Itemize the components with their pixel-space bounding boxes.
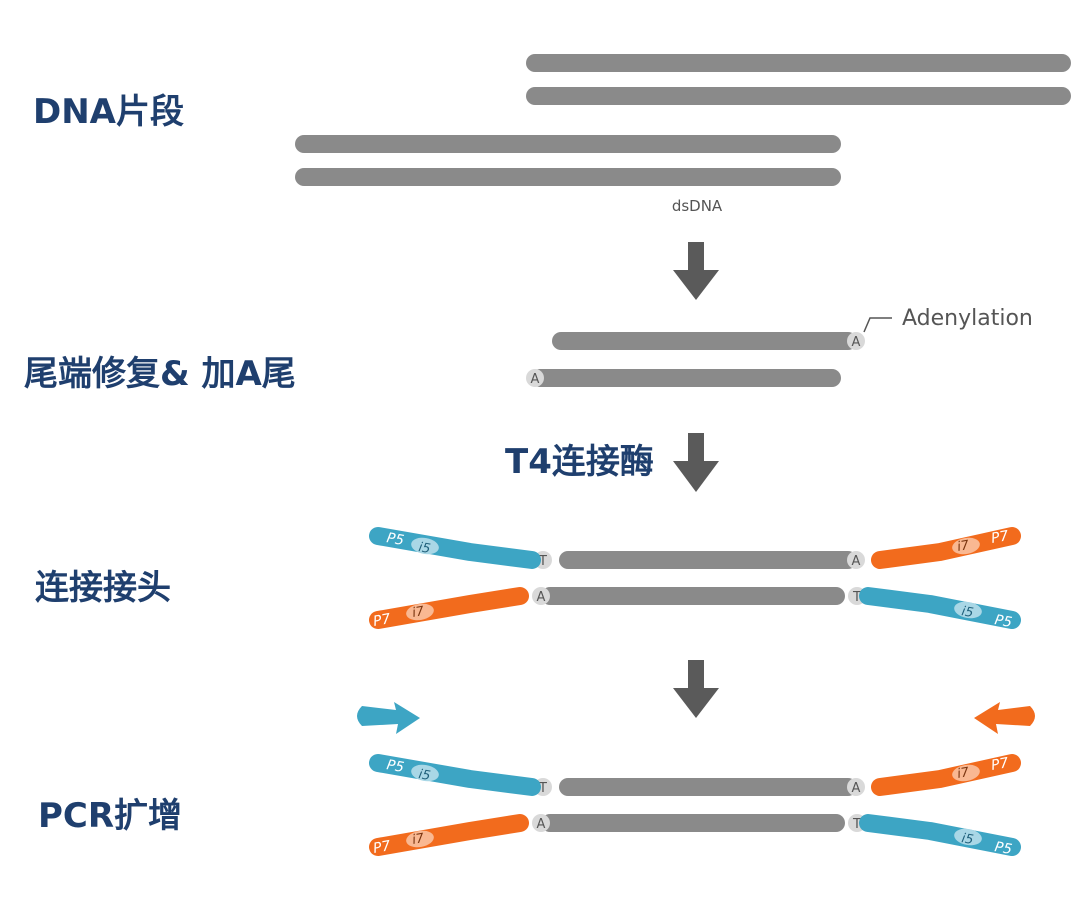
- step-label-dna-fragment: DNA片段: [33, 92, 184, 132]
- svg-text:i7: i7: [956, 765, 971, 782]
- svg-text:i5: i5: [417, 540, 431, 557]
- a-overhang-top: A: [847, 332, 865, 350]
- ligated-molecule: T A A T P5 i5 P7 i7 i7 P7 i5: [369, 527, 1021, 631]
- svg-text:A: A: [852, 554, 861, 569]
- step-label-end-repair: 尾端修复& 加A尾: [24, 354, 296, 394]
- svg-text:A: A: [531, 372, 540, 387]
- step-label-t4-ligase: T4连接酶: [505, 442, 654, 482]
- step-label-pcr: PCR扩增: [38, 796, 183, 836]
- svg-text:P5: P5: [993, 612, 1013, 631]
- svg-text:i5: i5: [960, 831, 974, 848]
- adapter-left-bottom-orange: P7 i7: [369, 587, 529, 630]
- svg-text:A: A: [852, 335, 861, 350]
- pcr-primer-left: [357, 702, 420, 734]
- svg-text:P5: P5: [385, 530, 405, 549]
- svg-text:T: T: [538, 781, 547, 796]
- svg-text:i5: i5: [960, 604, 974, 621]
- adapter-right-top-orange-pcr: i7 P7: [871, 754, 1021, 796]
- a-base-right-top-pcr: A: [847, 778, 865, 796]
- dsdna-fragment-1: [526, 54, 1071, 105]
- svg-text:T: T: [852, 817, 861, 832]
- adapter-left-top-blue-pcr: P5 i5: [369, 754, 541, 796]
- pcr-primer-right: [974, 702, 1035, 734]
- adapter-left-top-blue: P5 i5: [369, 527, 541, 569]
- a-base-left-bottom-pcr: A: [532, 814, 550, 832]
- svg-text:A: A: [537, 817, 546, 832]
- adenylation-pointer: [863, 317, 892, 333]
- dsdna-label: dsDNA: [672, 197, 723, 215]
- adapter-right-bottom-blue: i5 P5: [859, 587, 1021, 631]
- down-arrow-2: [673, 433, 719, 492]
- svg-text:A: A: [537, 590, 546, 605]
- svg-text:i5: i5: [417, 767, 431, 784]
- svg-text:A: A: [852, 781, 861, 796]
- a-base-left-bottom: A: [532, 587, 550, 605]
- dsdna-fragment-2: [295, 135, 841, 186]
- svg-text:P5: P5: [993, 839, 1013, 858]
- pcr-molecule: T A A T P5 i5 P7 i7 i7 P7 i5 P5: [369, 754, 1021, 858]
- svg-text:P7: P7: [372, 838, 392, 857]
- step-label-ligate-adapter: 连接接头: [35, 568, 171, 608]
- adapter-left-bottom-orange-pcr: P7 i7: [369, 814, 529, 857]
- svg-text:T: T: [538, 554, 547, 569]
- svg-text:P7: P7: [990, 528, 1010, 547]
- svg-text:i7: i7: [956, 538, 971, 555]
- down-arrow-3: [673, 660, 719, 718]
- down-arrow-1: [673, 242, 719, 300]
- svg-text:T: T: [852, 590, 861, 605]
- adenylation-label: Adenylation: [902, 306, 1033, 331]
- svg-text:i7: i7: [411, 604, 426, 621]
- svg-text:i7: i7: [411, 831, 426, 848]
- a-base-right-top: A: [847, 551, 865, 569]
- a-overhang-bottom: A: [526, 369, 544, 387]
- adapter-right-top-orange: i7 P7: [871, 527, 1021, 569]
- svg-text:P7: P7: [990, 755, 1010, 774]
- svg-text:P5: P5: [385, 757, 405, 776]
- svg-text:P7: P7: [372, 611, 392, 630]
- adapter-right-bottom-blue-pcr: i5 P5: [859, 814, 1021, 858]
